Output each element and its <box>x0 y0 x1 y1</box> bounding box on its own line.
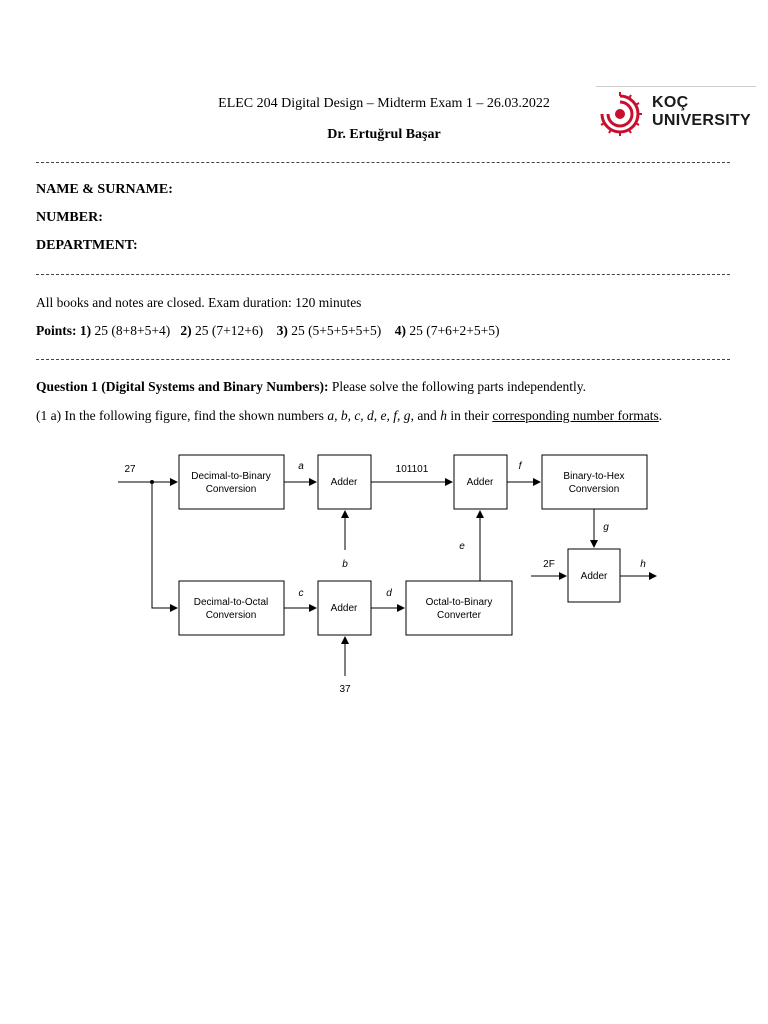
points-item-1-num: 1) <box>79 323 92 338</box>
points-item-1-val: 25 (8+8+5+4) <box>94 323 171 338</box>
dec2oct-label-2: Conversion <box>206 610 257 621</box>
question-1-heading: Question 1 (Digital Systems and Binary N… <box>36 379 329 394</box>
question-1a-vars: a, b, c, d, e, f, g <box>327 408 411 423</box>
points-item-3-num: 3) <box>276 323 288 338</box>
bin2hex-label-2: Conversion <box>569 484 620 495</box>
label-f: f <box>519 461 523 472</box>
hex-const-label: 2F <box>543 559 555 570</box>
koc-emblem-icon <box>600 92 642 136</box>
question-1-intro: Question 1 (Digital Systems and Binary N… <box>36 379 586 395</box>
label-a: a <box>298 461 304 472</box>
logo-rule <box>596 86 756 87</box>
dec2bin-block <box>178 454 285 510</box>
question-1a-mid: in their <box>450 408 489 423</box>
label-h: h <box>640 559 646 570</box>
points-item-4-num: 4) <box>394 323 407 338</box>
oct2bin-label-2: Converter <box>437 610 482 621</box>
logo-line1: KOÇ <box>652 94 689 111</box>
dec2bin-label-2: Conversion <box>206 484 257 495</box>
dec2oct-label-1: Decimal-to-Octal <box>194 597 268 608</box>
oct2bin-block <box>405 580 513 636</box>
adder-4-label: Adder <box>581 571 608 582</box>
question-1a-and: , and <box>410 408 437 423</box>
divider <box>36 162 730 163</box>
exam-instructions: All books and notes are closed. Exam dur… <box>36 295 362 310</box>
question-1a-h: h <box>440 408 447 423</box>
points-item-3-val: 25 (5+5+5+5+5) <box>291 323 382 338</box>
points-item-2-val: 25 (7+12+6) <box>194 323 264 338</box>
points-item-2-num: 2) <box>180 323 192 338</box>
oct2bin-label-1: Octal-to-Binary <box>426 597 493 608</box>
question-1a-end: . <box>658 408 663 423</box>
label-e: e <box>459 541 465 552</box>
bin2hex-block <box>541 454 648 510</box>
label-d: d <box>386 588 392 599</box>
bin2hex-label-1: Binary-to-Hex <box>563 471 624 482</box>
wire-input-to-dec2oct <box>151 482 178 612</box>
input-label: 27 <box>124 464 136 475</box>
question-1a-underlined: corresponding number formats <box>492 408 659 423</box>
adder-4-block <box>567 548 621 603</box>
university-logo: KOÇ UNIVERSITY <box>596 86 756 136</box>
adder-2-label: Adder <box>467 477 494 488</box>
adder-2-block <box>453 454 508 510</box>
divider <box>36 274 730 275</box>
adder-1-block <box>317 454 372 510</box>
label-g: g <box>603 522 609 533</box>
logo-line2: UNIVERSITY <box>652 112 752 129</box>
exam-author: Dr. Ertuğrul Başar <box>327 127 441 142</box>
exam-title: ELEC 204 Digital Design – Midterm Exam 1… <box>218 96 550 111</box>
label-c: c <box>299 588 304 599</box>
adder-3-block <box>317 580 372 636</box>
question-1a-prefix: (1 a) In the following figure, find the … <box>36 408 324 423</box>
department-field-label: DEPARTMENT: <box>36 238 138 253</box>
name-field-label: NAME & SURNAME: <box>36 182 173 197</box>
points-item-4-val: 25 (7+6+2+5+5) <box>409 323 500 338</box>
dec2bin-label-1: Decimal-to-Binary <box>191 471 270 482</box>
binary-const-label: 101101 <box>396 464 429 475</box>
question-1-text: Please solve the following parts indepen… <box>331 379 586 394</box>
number-field-label: NUMBER: <box>36 210 103 225</box>
points-label: Points: <box>36 323 77 338</box>
adder-1-label: Adder <box>331 477 358 488</box>
question-1a: (1 a) In the following figure, find the … <box>36 408 662 424</box>
points-line: Points: 1) 25 (8+8+5+4) 2) 25 (7+12+6) 3… <box>36 323 499 339</box>
divider <box>36 359 730 360</box>
dec2oct-block <box>178 580 285 636</box>
junction-dot <box>150 480 154 484</box>
decimal-const-label: 37 <box>339 684 351 695</box>
adder-3-label: Adder <box>331 603 358 614</box>
label-b: b <box>342 559 348 570</box>
